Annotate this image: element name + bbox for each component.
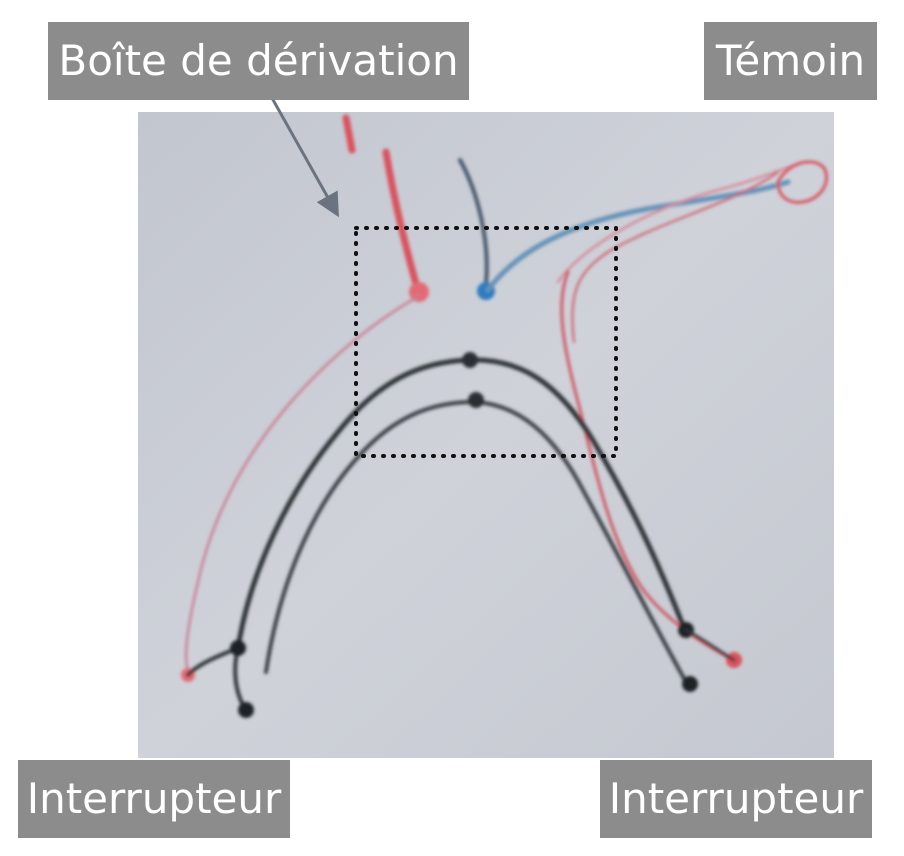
- wiring-sketch-photo: [138, 112, 834, 758]
- black-junction-node-top: [462, 352, 478, 368]
- right-switch-label: Interrupteur: [600, 760, 872, 838]
- indicator-lamp: [776, 160, 828, 204]
- right-switch-black-node-bottom: [682, 676, 698, 692]
- red-wire-top-stub: [342, 114, 356, 154]
- right-switch-body: [684, 628, 736, 662]
- left-switch-label: Interrupteur: [18, 760, 290, 838]
- indicator-label: Témoin: [704, 22, 877, 100]
- left-switch-black-node-bottom: [238, 702, 254, 718]
- junction-box-label: Boîte de dérivation: [48, 22, 469, 100]
- left-switch-black-node-top: [230, 640, 246, 656]
- black-junction-node-bottom: [468, 392, 484, 408]
